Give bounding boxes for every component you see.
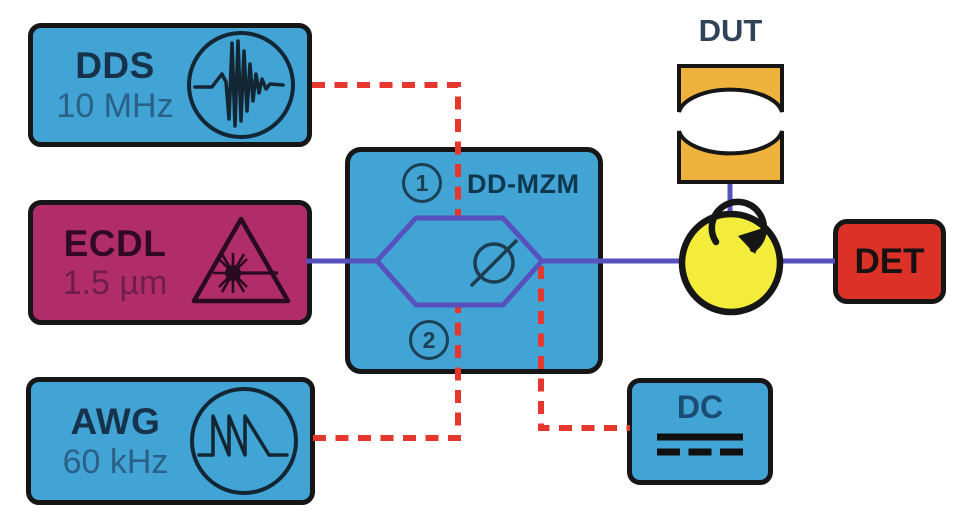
fabry-perot-cavity-icon [677, 64, 784, 184]
dds-frequency: 10 MHz [56, 86, 174, 125]
laser-warning-icon [191, 216, 291, 303]
dut-label: DUT [698, 13, 763, 48]
ecdl-labels: ECDL 1.5 µm [45, 223, 185, 303]
dds-label: DDS [75, 45, 155, 87]
dut-mirror-bottom [677, 130, 784, 184]
mzm-label: DD-MZM [467, 169, 580, 199]
circulator-icon [678, 198, 784, 316]
det-label: DET [854, 241, 925, 281]
ecdl-label: ECDL [63, 222, 167, 264]
burst-waveform-icon [187, 31, 295, 139]
awg-labels: AWG 60 kHz [43, 401, 188, 481]
sawtooth-waveform-icon [190, 387, 298, 495]
awg-box: AWG 60 kHz [26, 377, 315, 505]
dc-source-icon [657, 433, 743, 456]
awg-label: AWG [70, 401, 161, 443]
mzm-port-2-number: 2 [422, 326, 436, 353]
mzm-box: 1 DD-MZM 2 [345, 147, 603, 374]
mzm-port-2-badge: 2 [409, 320, 449, 360]
dc-box: DC [627, 378, 773, 485]
dds-labels: DDS 10 MHz [45, 45, 185, 125]
circulator-arrow-head [738, 227, 766, 254]
mzm-port-1-number: 1 [415, 169, 429, 196]
dds-box: DDS 10 MHz [28, 23, 312, 147]
ecdl-box: ECDL 1.5 µm [28, 200, 312, 325]
mzm-port-1-badge: 1 [402, 163, 442, 203]
ecdl-wavelength: 1.5 µm [62, 264, 168, 303]
awg-frequency: 60 kHz [62, 442, 169, 481]
circulator-arrow-arc [708, 198, 768, 253]
dut-mirror-top [677, 64, 784, 113]
dc-label: DC [676, 389, 724, 425]
det-box: DET [833, 219, 946, 304]
circulator-body [678, 210, 784, 316]
